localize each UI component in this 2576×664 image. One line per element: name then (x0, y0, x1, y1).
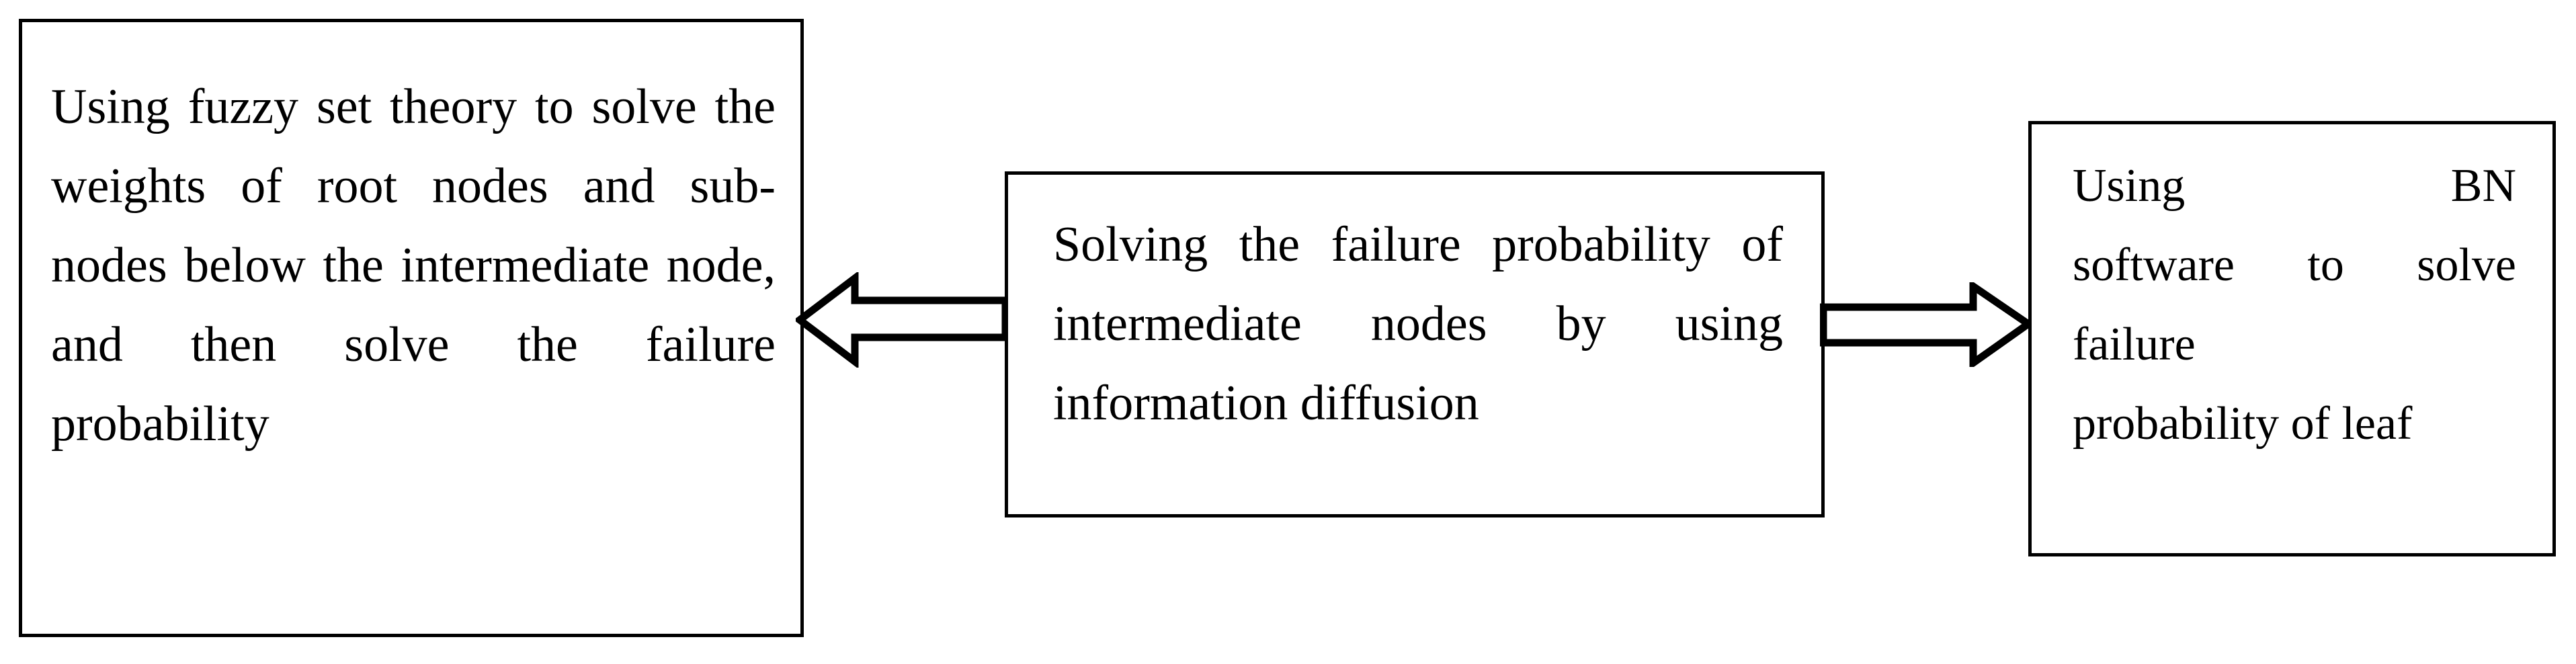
bn-software-box-label-line-b: probability of leaf (2073, 398, 2413, 450)
arrow-middle-to-right (1819, 279, 2035, 370)
information-diffusion-box-label: Solving the failure probability of inter… (1053, 217, 1783, 431)
fuzzy-set-theory-box-label: Using fuzzy set theory to solve the weig… (51, 79, 776, 452)
bn-software-box-label-line-a: Using BN software to solve failure (2073, 160, 2528, 370)
arrow-middle-to-left-glyph (793, 270, 1009, 370)
information-diffusion-box (1005, 171, 1825, 517)
right-arrow-polygon (1819, 279, 2035, 370)
bn-software-box (2028, 121, 2556, 556)
arrow-middle-to-left (793, 270, 1009, 370)
fuzzy-set-theory-box (19, 19, 804, 637)
left-arrow-polygon (793, 270, 1009, 370)
arrow-middle-to-right-glyph (1819, 279, 2035, 370)
